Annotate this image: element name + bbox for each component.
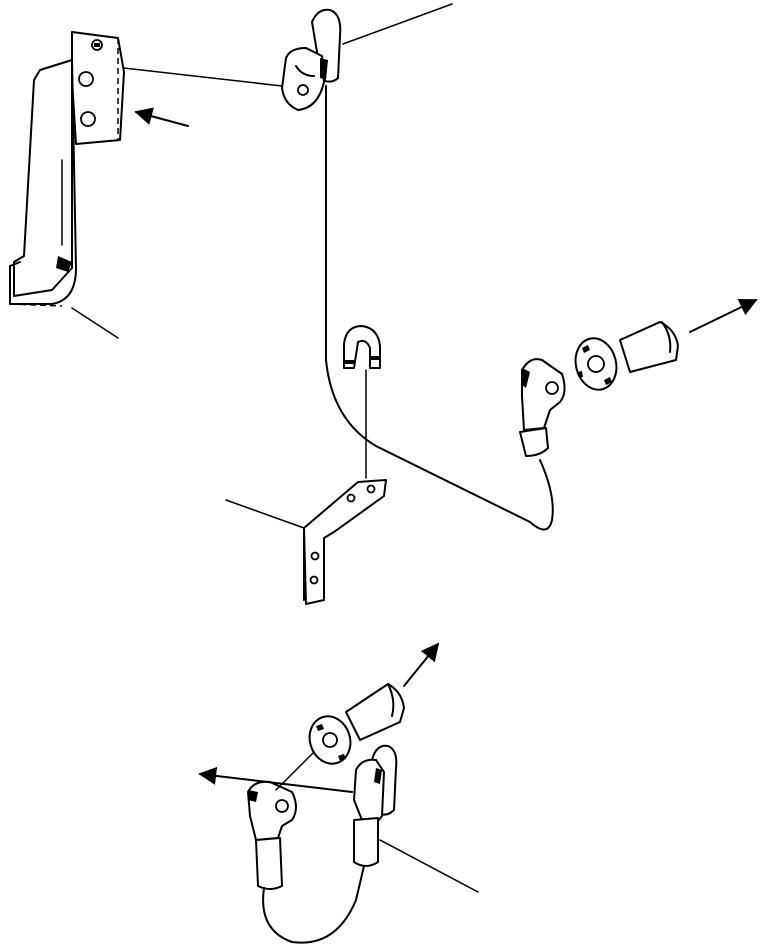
leader-z-bracket <box>225 499 305 529</box>
leader-upper-hook <box>342 3 453 45</box>
lower-socket <box>308 683 405 765</box>
lower-plug <box>247 780 297 890</box>
right-socket <box>574 321 679 391</box>
upper-hook-connector <box>281 8 342 111</box>
arrow-to-pillar <box>134 107 189 127</box>
arrow-right-out <box>689 298 758 333</box>
arrow-lower-out <box>403 642 440 687</box>
line-bracket-to-hook <box>123 67 283 87</box>
leader-pillar <box>71 307 119 339</box>
pillar-bracket <box>9 31 125 307</box>
right-plug <box>519 358 566 457</box>
center-clip <box>343 325 381 369</box>
z-bracket <box>303 479 387 605</box>
arrow-lower-left <box>198 766 353 793</box>
cable-lower <box>262 865 365 944</box>
lower-hook-connector <box>353 744 398 867</box>
leader-lower-hook <box>379 839 479 893</box>
cable-main <box>325 85 554 531</box>
